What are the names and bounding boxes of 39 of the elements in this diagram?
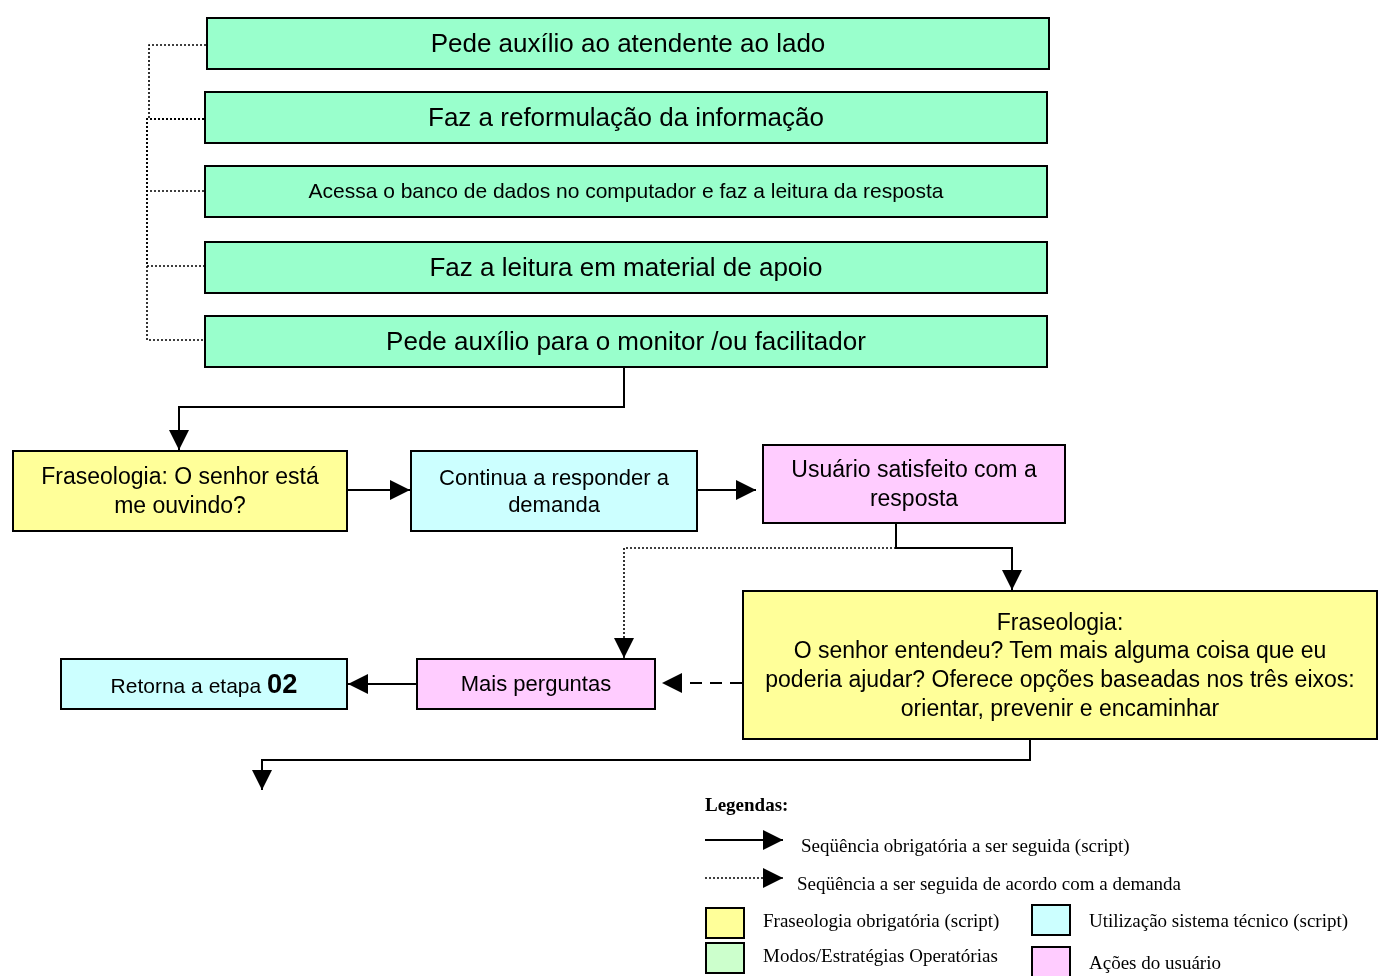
legend-text: Utilização sistema técnico (script) bbox=[1089, 910, 1349, 932]
box-text: Mais perguntas bbox=[460, 670, 612, 698]
process-box bbox=[762, 444, 1066, 524]
process-box bbox=[204, 315, 1048, 368]
box-text: Retorna a etapa 02 bbox=[110, 666, 298, 701]
box-text: Usuário satisfeito com a resposta bbox=[790, 455, 1038, 513]
process-box bbox=[206, 17, 1050, 70]
legend-title: Legendas: bbox=[705, 794, 789, 816]
process-box bbox=[204, 165, 1048, 218]
arrow bbox=[697, 480, 757, 500]
arrow bbox=[895, 523, 1022, 591]
process-box bbox=[742, 590, 1378, 740]
arrow bbox=[661, 673, 743, 693]
box-text: Acessa o banco de dados no computador e faz a leitura da resposta bbox=[308, 178, 944, 205]
legend-text: Seqüência a ser seguida de acordo com a demanda bbox=[797, 873, 1182, 895]
process-box bbox=[60, 658, 348, 710]
process-box bbox=[416, 658, 656, 710]
process-box bbox=[204, 91, 1048, 144]
arrow bbox=[347, 480, 411, 500]
box-text: Pede auxílio ao atendente ao lado bbox=[430, 27, 826, 60]
process-box bbox=[410, 450, 698, 532]
process-box bbox=[12, 450, 348, 532]
bracket-line bbox=[146, 118, 205, 341]
arrow bbox=[169, 367, 625, 451]
legend-text: Seqüência obrigatória a ser seguida (script) bbox=[801, 835, 1130, 857]
box-text: Fraseologia: bbox=[996, 607, 1124, 637]
box-text: Pede auxílio para o monitor /ou facilitador bbox=[386, 325, 866, 358]
legend-text: Ações do usuário bbox=[1089, 952, 1221, 974]
arrow bbox=[347, 674, 417, 694]
box-text: Fraseologia: O senhor está me ouvindo? bbox=[40, 462, 320, 520]
bracket-line bbox=[148, 44, 207, 120]
box-text: Faz a reformulação da informação bbox=[428, 101, 824, 134]
arrow bbox=[252, 739, 1031, 791]
process-box bbox=[204, 241, 1048, 294]
box-text: Faz a leitura em material de apoio bbox=[429, 251, 823, 284]
box-text: O senhor entendeu? Tem mais alguma coisa que eu poderia ajudar? Oferece opções baseadas nos três eixos: orientar, prevenir e encaminhar bbox=[764, 636, 1356, 723]
legend-text: Modos/Estratégias Operatórias bbox=[763, 945, 998, 967]
box-text: Continua a responder a demanda bbox=[438, 463, 670, 519]
legend-text: Fraseologia obrigatória (script) bbox=[763, 910, 1000, 932]
